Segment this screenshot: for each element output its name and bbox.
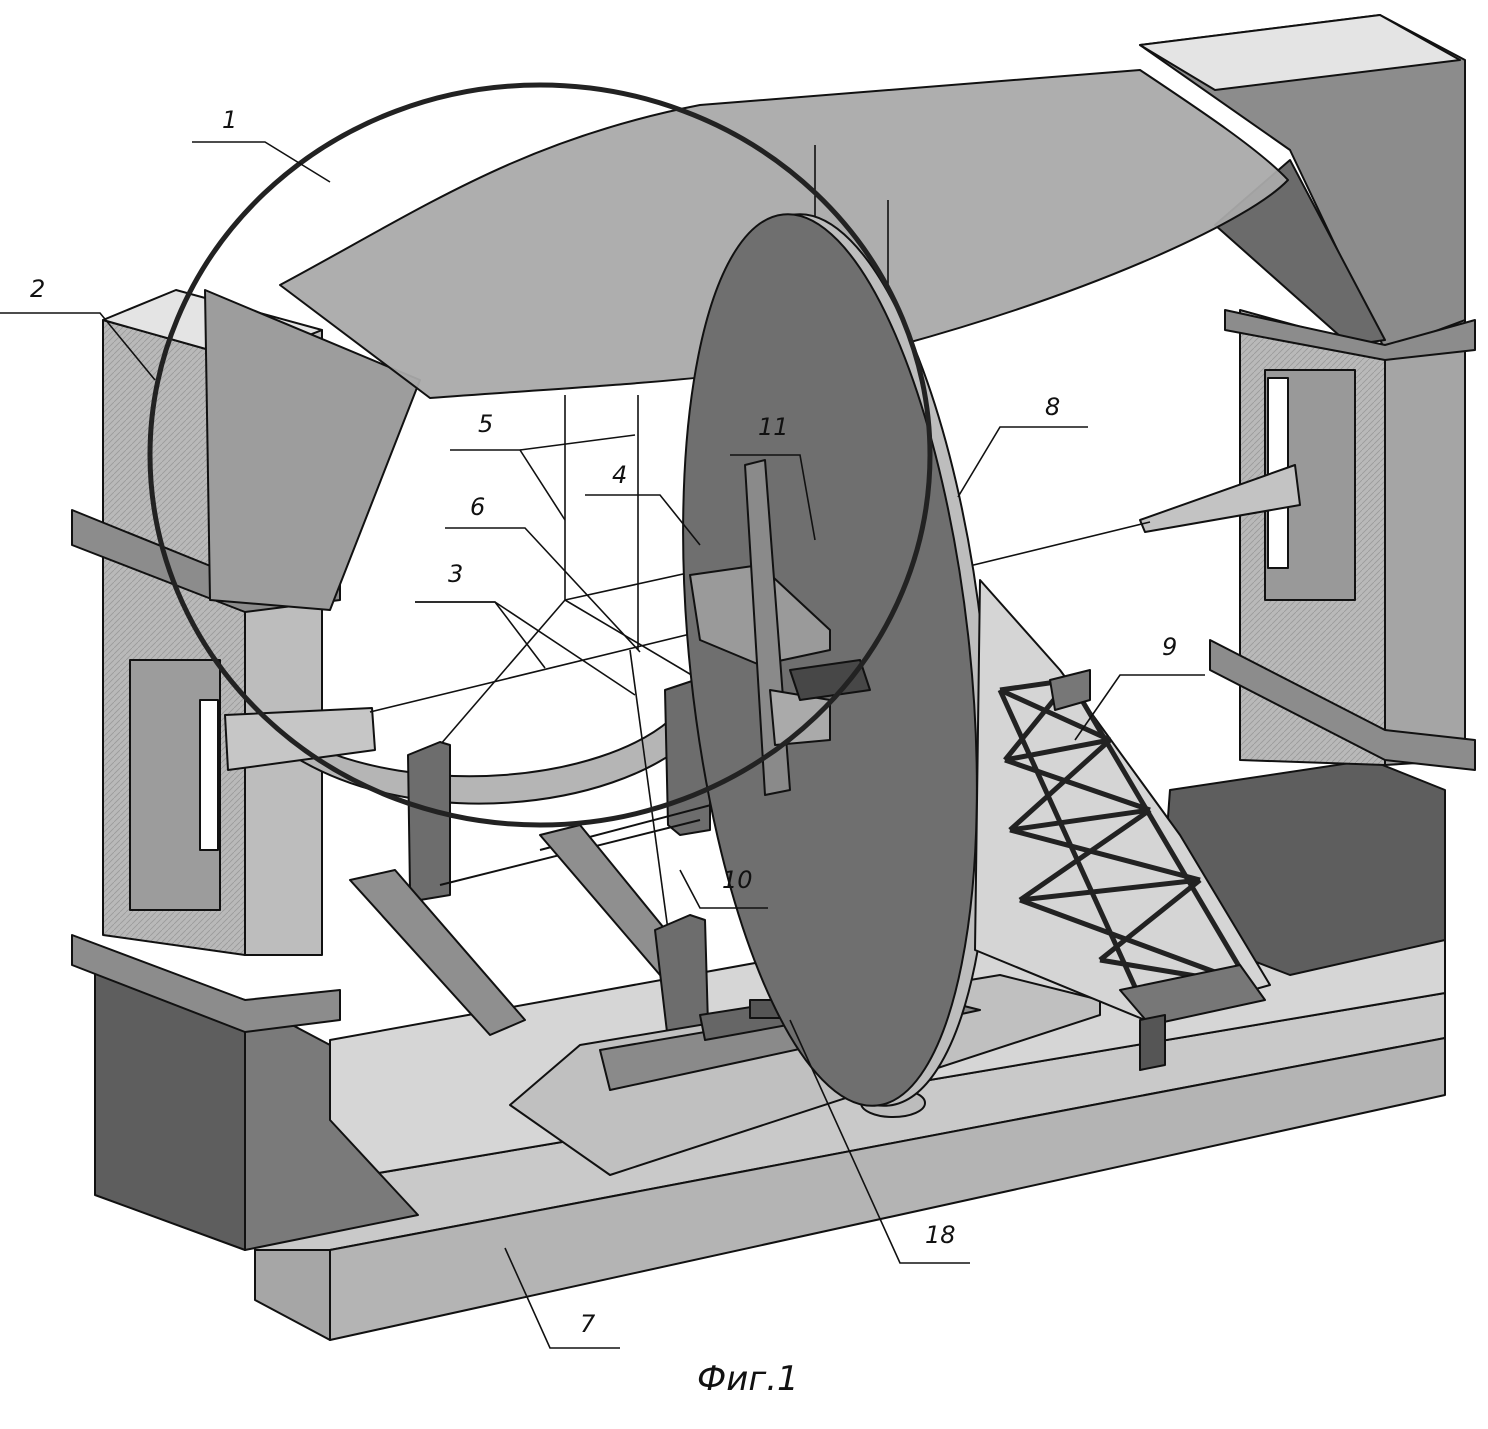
callout-labels: 1 2 3 4 5 6 7 8 9 10 11 18 (30, 106, 1177, 1338)
callout-4: 4 (612, 461, 627, 489)
callout-3: 3 (448, 560, 463, 588)
callout-10: 10 (722, 866, 753, 894)
callout-9: 9 (1162, 633, 1177, 661)
callout-8: 8 (1045, 393, 1060, 421)
blade-holder (689, 459, 871, 796)
callout-6: 6 (470, 493, 485, 521)
right-tower (1139, 14, 1476, 976)
callout-5: 5 (478, 410, 493, 438)
left-tower (71, 289, 421, 1251)
outer-ring (147, 82, 933, 828)
leader-lines (0, 141, 1205, 1349)
figure-caption: Фиг.1 (697, 1359, 799, 1399)
callout-11: 11 (758, 413, 789, 441)
dish-reflector (682, 213, 992, 1107)
callout-18: 18 (925, 1221, 956, 1249)
callout-2: 2 (30, 275, 45, 303)
callout-1: 1 (222, 106, 237, 134)
truss-tower (974, 579, 1271, 1071)
callout-7: 7 (580, 1310, 596, 1338)
